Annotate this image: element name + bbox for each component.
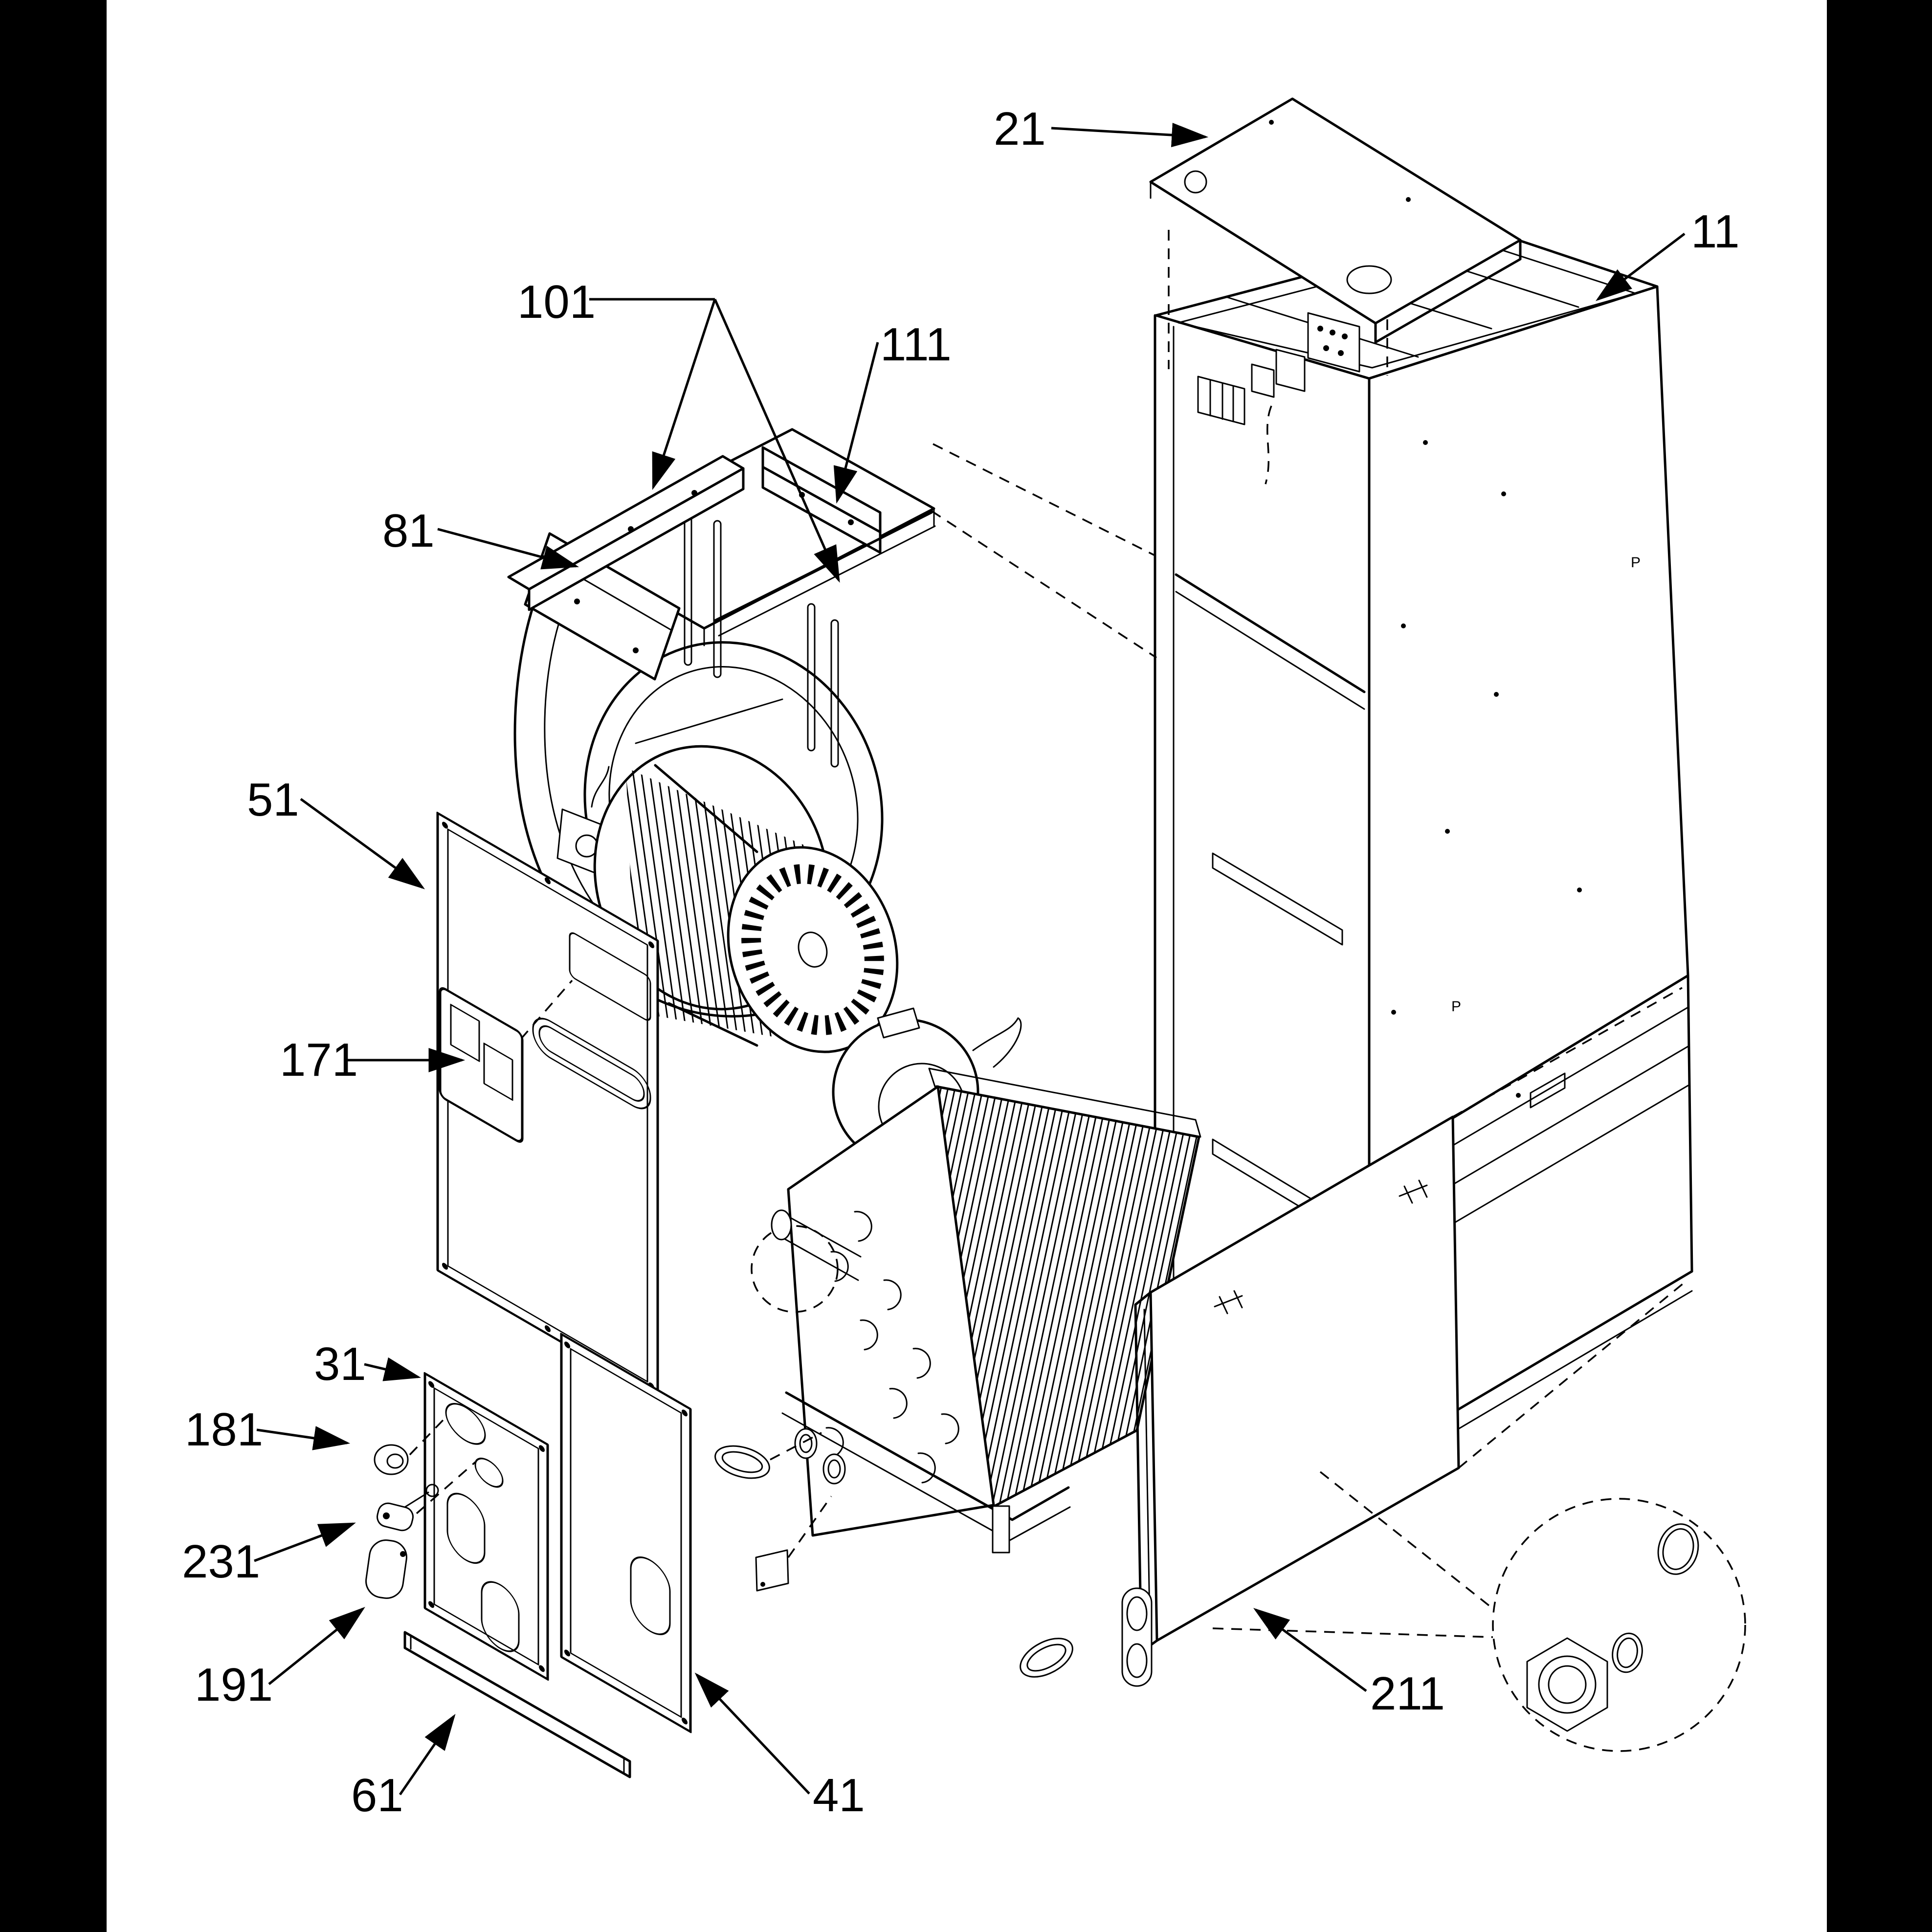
callout-171: 171 [280,1034,358,1086]
callout-191: 191 [195,1659,273,1711]
top-panel [1149,97,1522,344]
callout-211: 211 [1370,1667,1445,1720]
drain-pan [781,1391,1071,1554]
square-gasket [755,1549,789,1592]
hardware-detail-circle [1492,1498,1746,1752]
o-ring-small [1612,1632,1643,1673]
blower-wheel [593,745,899,1053]
plug-button [374,1416,447,1475]
callout-101: 101 [517,276,596,328]
scan-border-right [1827,0,1932,1932]
lower-front-panel [560,1332,692,1733]
upper-front-panel [423,1372,549,1681]
scan-border-left [0,0,107,1932]
callout-leaders [254,123,1686,1796]
panel-screw-dots [1391,440,1582,1098]
door-clip-1 [1214,1290,1243,1314]
callout-61: 61 [351,1769,403,1821]
callout-181: 181 [185,1403,263,1456]
cover-plate [365,1539,407,1599]
callout-31: 31 [314,1338,366,1390]
callout-231: 231 [182,1535,260,1588]
door-clip-2 [1399,1179,1428,1204]
control-components [1197,312,1360,485]
coil-u-bends [825,1211,959,1484]
oval-gasket-a [714,1445,770,1479]
grommet-pair [1121,1587,1153,1687]
callout-21: 21 [994,103,1046,155]
callout-111: 111 [880,318,952,371]
panel-mark-p2: P [1451,999,1461,1015]
callout-labels: 21 11 101 111 81 51 171 31 181 231 191 6… [182,103,1740,1821]
o-ring-large [1657,1523,1699,1575]
panel-mark-p1: P [1631,555,1641,571]
callout-81: 81 [382,505,435,557]
hex-nut [1526,1637,1608,1732]
callout-51: 51 [247,774,299,826]
bottom-trim-strip [403,1631,631,1778]
evaporator-coil [714,1067,1201,1592]
oval-gasket-b [1020,1638,1073,1678]
callout-11: 11 [1691,205,1740,258]
door-switch [377,1461,476,1532]
callout-41: 41 [813,1769,865,1821]
